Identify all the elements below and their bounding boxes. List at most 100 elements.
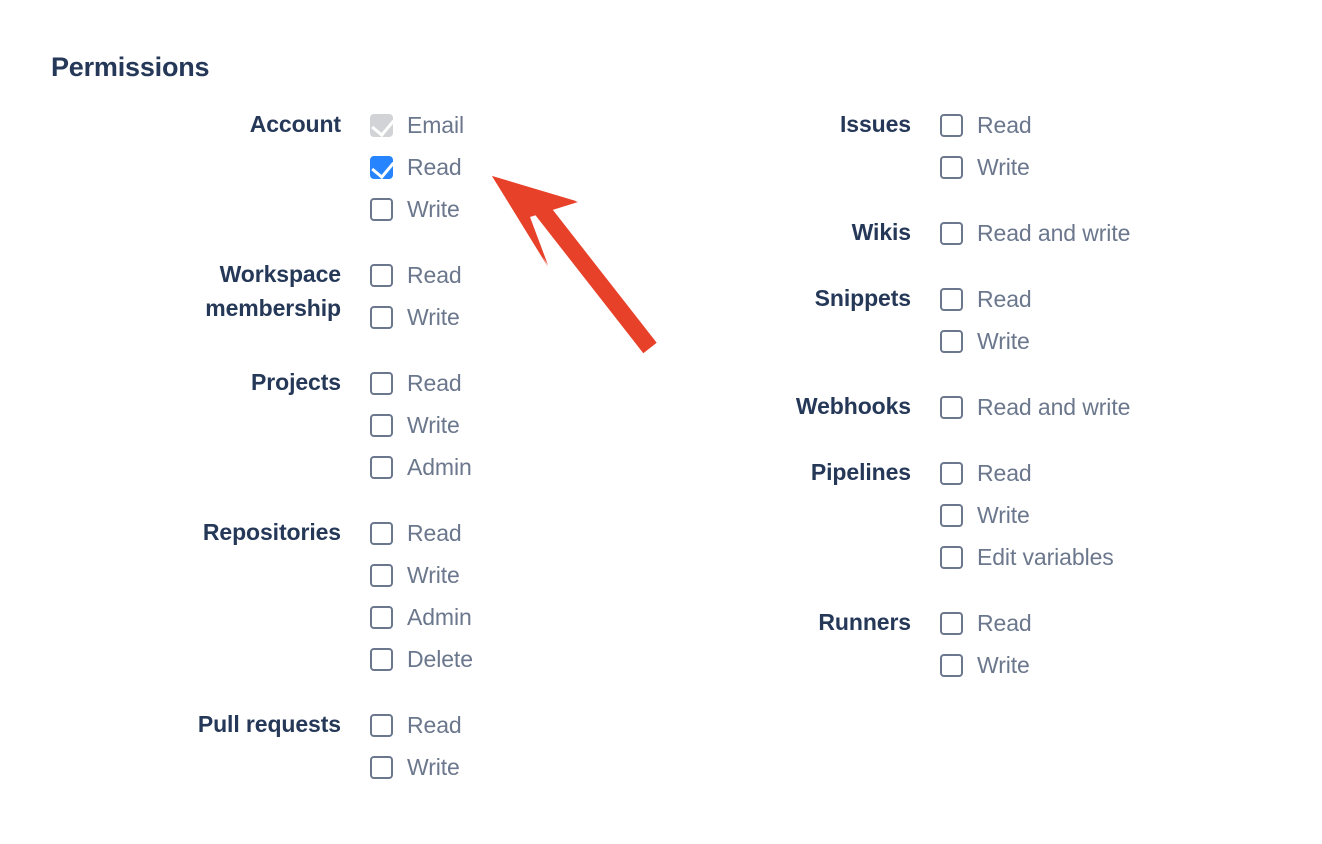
- permission-option-label: Delete: [407, 646, 473, 672]
- permission-option-row[interactable]: Edit variables: [940, 536, 1114, 578]
- permission-option-row[interactable]: Read: [940, 452, 1114, 494]
- checkbox-unchecked[interactable]: [370, 413, 393, 437]
- permission-option-row[interactable]: Delete: [370, 638, 473, 680]
- permission-option-label: Read: [407, 262, 462, 288]
- permission-option-label: Read: [407, 154, 462, 180]
- checkbox-unchecked[interactable]: [940, 461, 963, 485]
- permission-option-label: Read: [407, 712, 462, 738]
- permission-group-label: Pipelines: [810, 459, 911, 485]
- checkbox-unchecked[interactable]: [940, 611, 963, 635]
- checkbox-unchecked[interactable]: [370, 371, 393, 395]
- checkbox-unchecked[interactable]: [370, 263, 393, 287]
- checkbox-unchecked[interactable]: [370, 755, 393, 779]
- permission-option-row[interactable]: Admin: [370, 446, 472, 488]
- permission-group-label: Snippets: [814, 285, 911, 311]
- permission-option-label: Read and write: [977, 220, 1131, 246]
- permission-group-label: Workspace membership: [205, 261, 341, 321]
- checkbox-unchecked[interactable]: [940, 113, 963, 137]
- checkbox-unchecked[interactable]: [940, 221, 963, 245]
- permission-group-label: Pull requests: [197, 711, 341, 737]
- checkbox-unchecked[interactable]: [940, 503, 963, 527]
- checkbox-unchecked[interactable]: [940, 653, 963, 677]
- permission-option-row[interactable]: Read and write: [940, 212, 1130, 254]
- checkbox-unchecked[interactable]: [370, 563, 393, 587]
- permission-option-label: Write: [407, 304, 460, 330]
- permission-option-label: Write: [407, 196, 460, 222]
- permission-group: Wikis Read and write: [600, 212, 1260, 254]
- permission-option-row[interactable]: Write: [940, 320, 1032, 362]
- permission-option-row[interactable]: Read: [370, 362, 472, 404]
- permission-group-label: Repositories: [202, 519, 341, 545]
- permission-option-row[interactable]: Read: [940, 104, 1032, 146]
- permission-option-label: Admin: [407, 604, 472, 630]
- permission-option-row[interactable]: Write: [370, 188, 464, 230]
- checkbox-checked[interactable]: [370, 154, 395, 180]
- permission-option-row[interactable]: Read: [940, 278, 1032, 320]
- permission-option-label: Edit variables: [977, 544, 1114, 570]
- checkbox-unchecked[interactable]: [370, 197, 393, 221]
- permission-option-row[interactable]: Write: [370, 554, 473, 596]
- checkbox-unchecked[interactable]: [370, 713, 393, 737]
- checkbox-unchecked[interactable]: [940, 287, 963, 311]
- checkbox-unchecked[interactable]: [940, 545, 963, 569]
- page-title: Permissions: [51, 52, 210, 82]
- permission-option-list: Read and write: [911, 212, 1130, 254]
- permission-option-label: Read and write: [977, 394, 1131, 420]
- permission-option-label: Write: [407, 412, 460, 438]
- permission-option-row[interactable]: Write: [370, 404, 472, 446]
- permission-group-label: Account: [249, 111, 341, 137]
- checkbox-unchecked[interactable]: [940, 395, 963, 419]
- permission-option-label: Read: [977, 286, 1032, 312]
- permission-group-label: Webhooks: [795, 393, 911, 419]
- permission-group-label: Runners: [818, 609, 911, 635]
- permission-option-list: Read and write: [911, 386, 1130, 428]
- permission-option-row[interactable]: Admin: [370, 596, 473, 638]
- checkbox-unchecked[interactable]: [940, 155, 963, 179]
- permission-option-label: Read: [407, 370, 462, 396]
- permission-option-row[interactable]: Read and write: [940, 386, 1130, 428]
- checkbox-unchecked[interactable]: [370, 647, 393, 671]
- permission-option-label: Admin: [407, 454, 472, 480]
- permission-option-label: Write: [407, 562, 460, 588]
- permission-option-row[interactable]: Write: [940, 146, 1032, 188]
- permission-option-row[interactable]: Read: [370, 512, 473, 554]
- permission-group-label: Issues: [839, 111, 911, 137]
- permission-option-row[interactable]: Write: [940, 644, 1032, 686]
- permission-option-row[interactable]: Write: [940, 494, 1114, 536]
- permission-group-label: Wikis: [851, 219, 911, 245]
- checkbox-unchecked[interactable]: [370, 605, 393, 629]
- permission-option-label: Read: [977, 610, 1032, 636]
- permission-option-row[interactable]: Read: [940, 602, 1032, 644]
- checkbox-unchecked[interactable]: [370, 305, 393, 329]
- permission-option-row[interactable]: Read: [370, 146, 464, 188]
- checkbox-unchecked[interactable]: [940, 329, 963, 353]
- checkbox-unchecked[interactable]: [370, 455, 393, 479]
- permission-option-row[interactable]: Email: [370, 104, 464, 146]
- permission-group: Webhooks Read and write: [600, 386, 1260, 428]
- permission-option-row[interactable]: Write: [370, 296, 462, 338]
- permission-option-row[interactable]: Read: [370, 704, 462, 746]
- permission-option-label: Write: [977, 652, 1030, 678]
- permission-option-label: Read: [977, 460, 1032, 486]
- check-icon: [370, 112, 395, 138]
- checkbox-unchecked[interactable]: [370, 521, 393, 545]
- permission-option-label: Write: [977, 502, 1030, 528]
- permission-option-label: Write: [977, 328, 1030, 354]
- permission-option-row[interactable]: Read: [370, 254, 462, 296]
- permission-option-row[interactable]: Write: [370, 746, 462, 788]
